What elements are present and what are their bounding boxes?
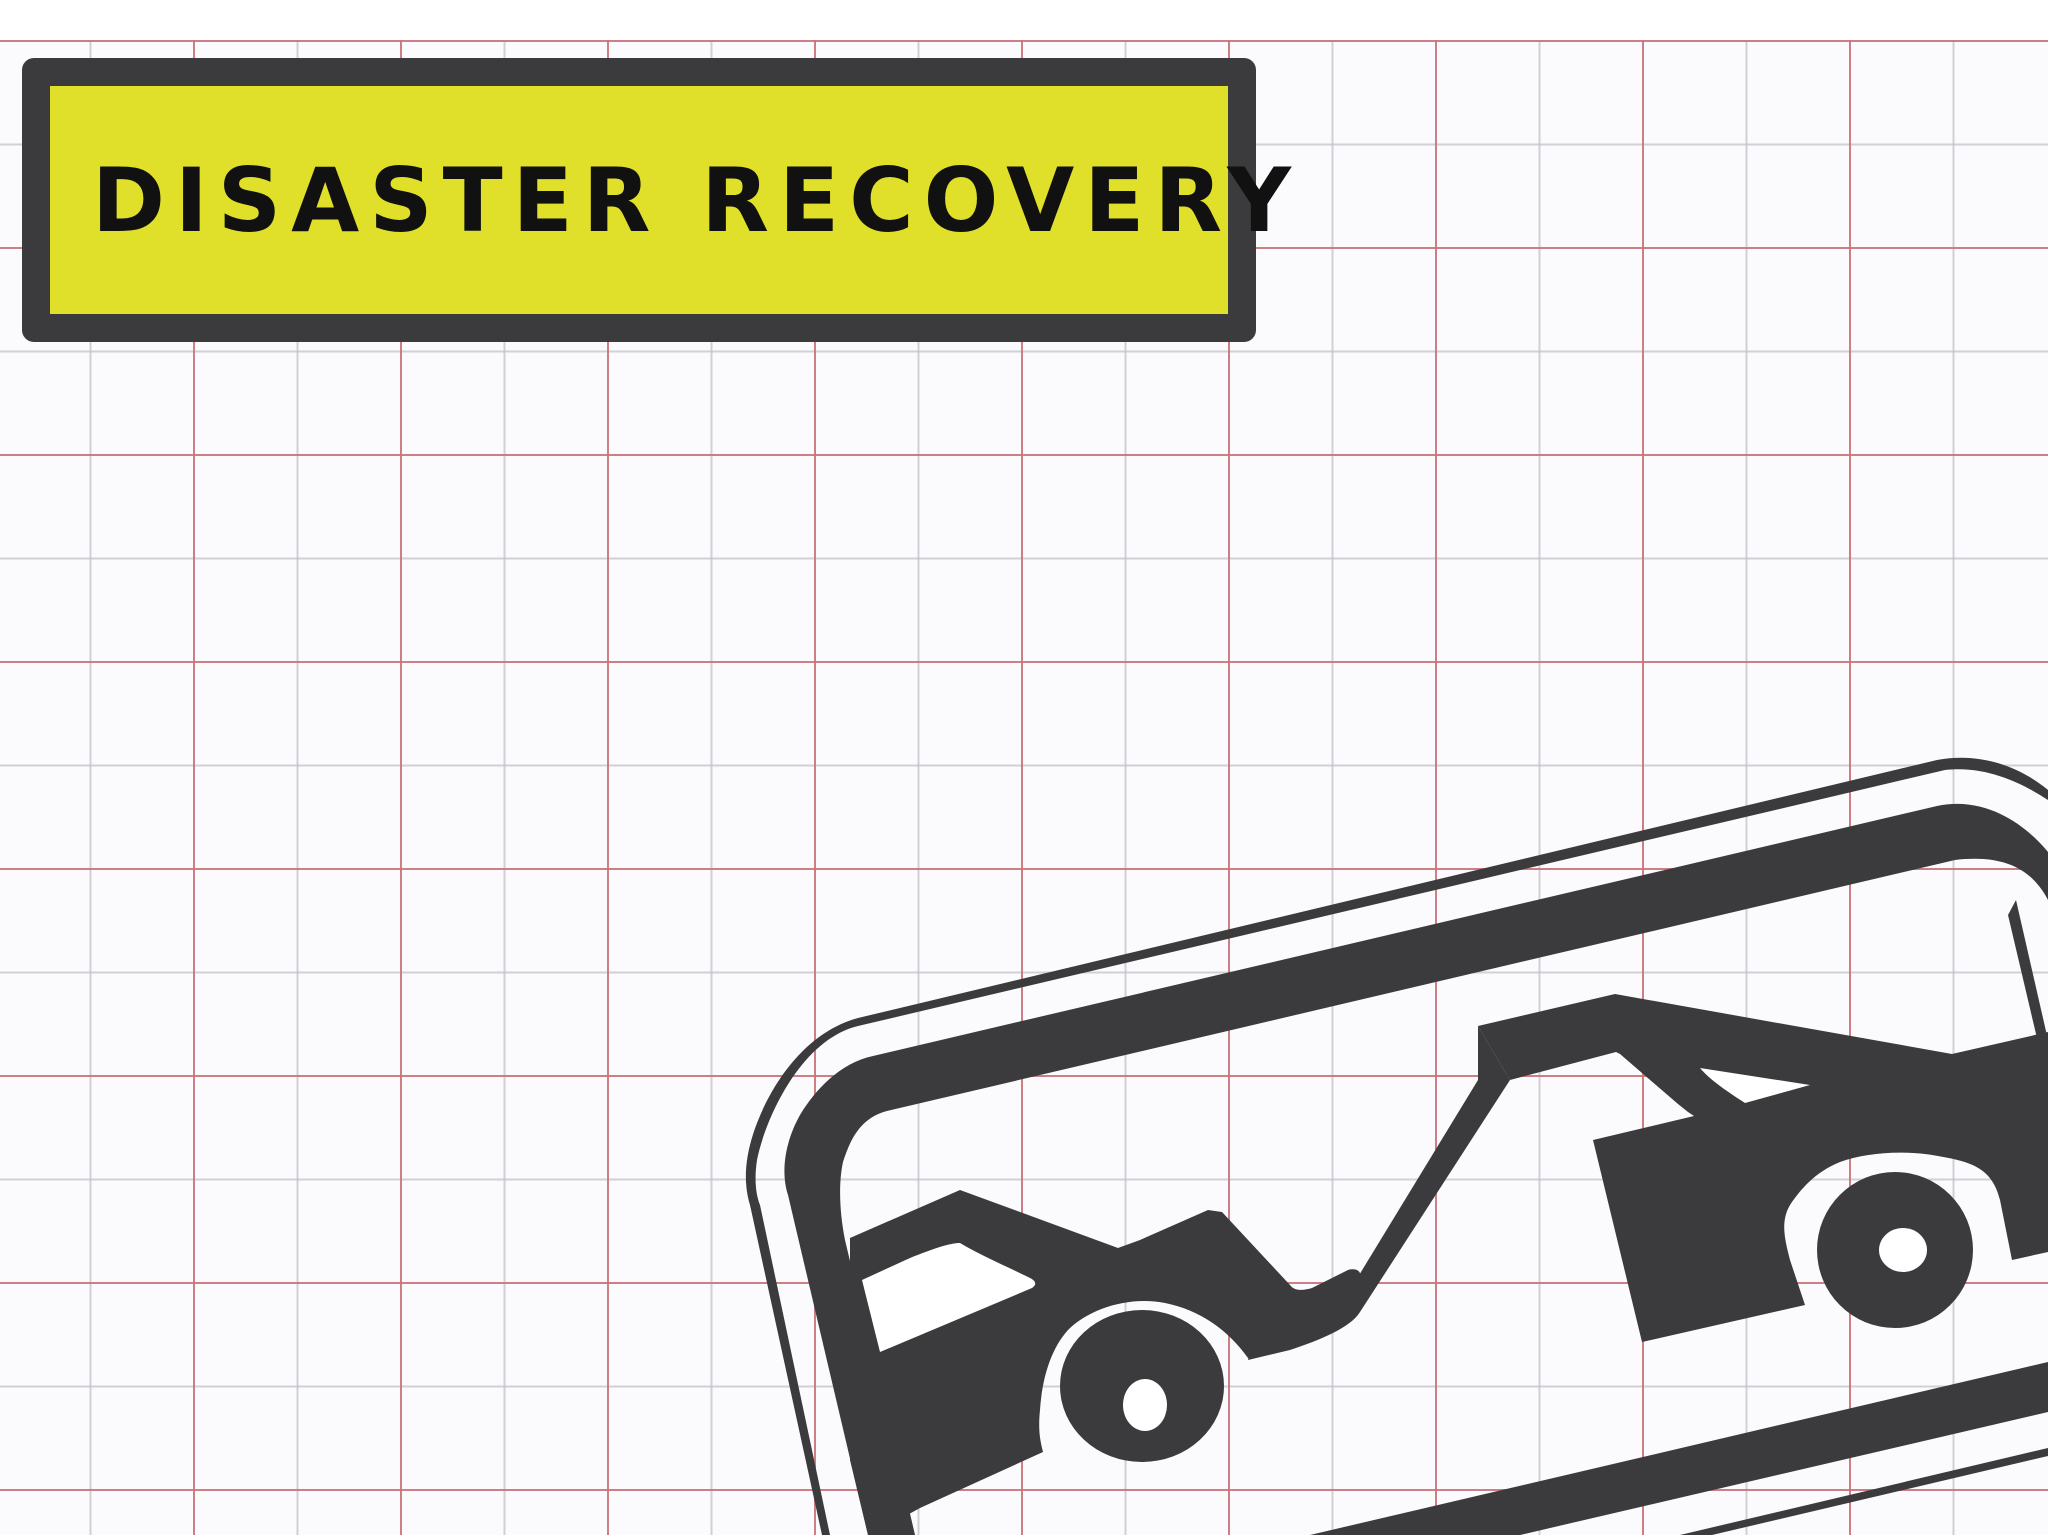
title-text: DISASTER RECOVERY	[92, 148, 1301, 252]
title-sign: DISASTER RECOVERY	[22, 58, 1291, 342]
title-panel: DISASTER RECOVERY	[50, 86, 1291, 314]
